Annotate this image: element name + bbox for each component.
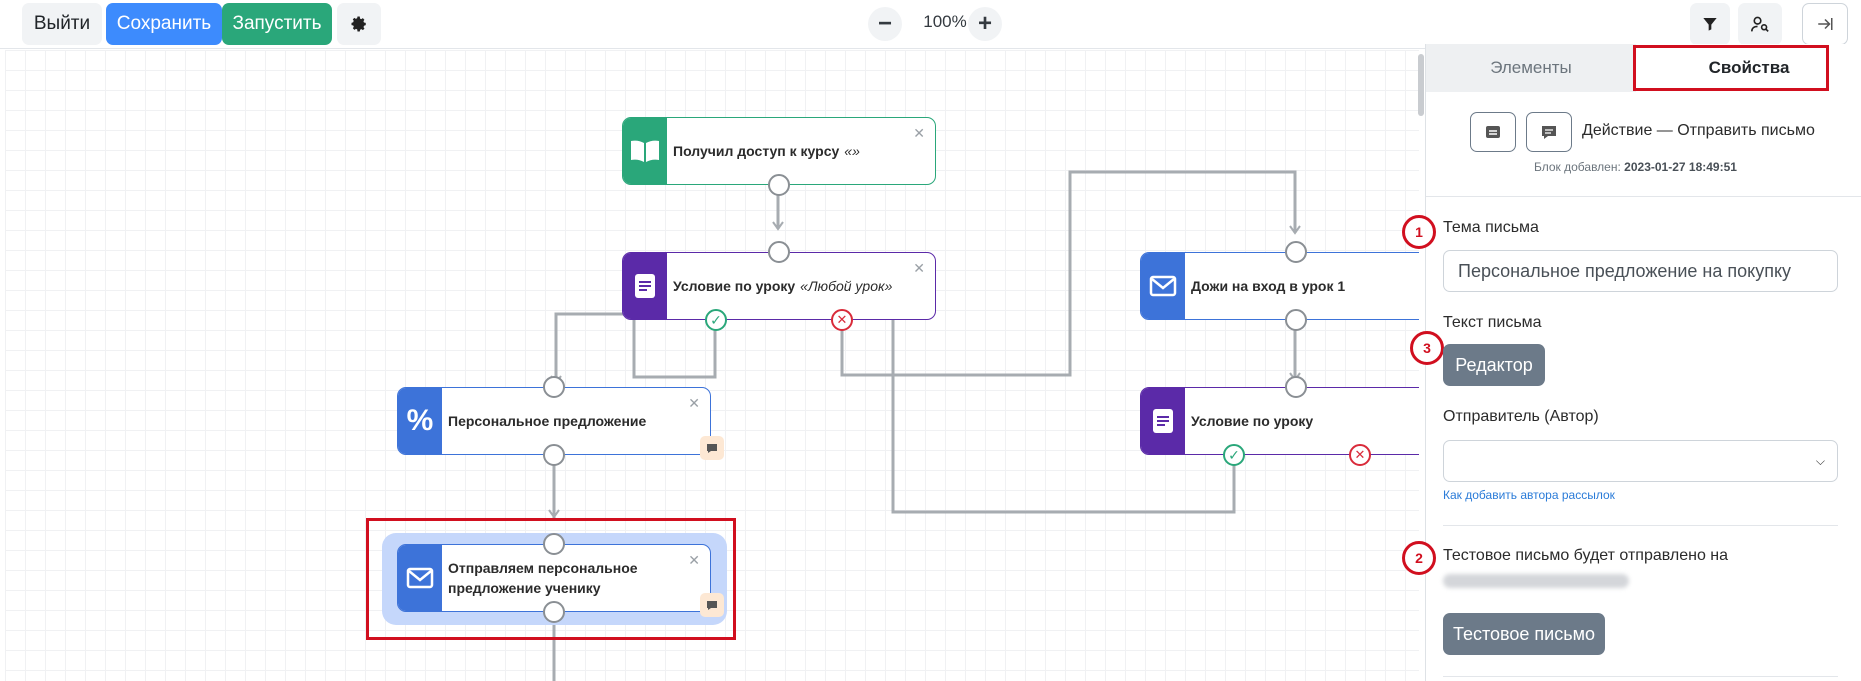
comment-icon[interactable] xyxy=(700,436,724,460)
percent-icon: % xyxy=(398,388,442,454)
connection-arrow xyxy=(548,509,560,519)
card-icon xyxy=(1486,126,1500,138)
save-button[interactable]: Сохранить xyxy=(106,3,222,45)
comment-icon[interactable] xyxy=(700,593,724,617)
fail-port[interactable]: ✕ xyxy=(1349,444,1371,466)
howto-link[interactable]: Как добавить автора рассылок xyxy=(1443,488,1615,502)
envelope-icon xyxy=(1141,253,1185,319)
input-port[interactable] xyxy=(1285,376,1307,398)
input-port[interactable] xyxy=(1285,241,1307,263)
fail-port[interactable]: ✕ xyxy=(831,309,853,331)
output-port[interactable] xyxy=(1285,309,1307,331)
output-port[interactable] xyxy=(543,444,565,466)
close-icon[interactable]: ✕ xyxy=(913,260,925,276)
zoom-out-button[interactable]: − xyxy=(868,7,902,41)
exit-button[interactable]: Выйти xyxy=(22,3,102,45)
collapse-panel-button[interactable] xyxy=(1802,3,1848,45)
node-title: Условие по уроку xyxy=(1191,413,1314,429)
tab-elements[interactable]: Элементы xyxy=(1490,58,1572,77)
sender-label: Отправитель (Автор) xyxy=(1443,408,1599,425)
node-title: Персональное предложение xyxy=(448,413,647,429)
sender-select[interactable]: ⌵ xyxy=(1443,440,1838,482)
subject-label: Тема письма xyxy=(1443,219,1539,236)
user-search-icon xyxy=(1751,16,1769,32)
subject-input[interactable]: Персональное предложение на покупку xyxy=(1443,250,1838,292)
chevron-down-icon: ⌵ xyxy=(1815,453,1825,468)
input-port[interactable] xyxy=(543,376,565,398)
comment-icon xyxy=(1542,125,1556,139)
action-title: Действие — Отправить письмо xyxy=(1582,122,1815,139)
divider xyxy=(1443,525,1838,526)
marker-3: 3 xyxy=(1410,331,1444,365)
panel-tabs: Элементы Свойства xyxy=(1426,44,1861,92)
minus-icon: − xyxy=(877,10,892,37)
marker-2: 2 xyxy=(1402,541,1436,575)
editor-button[interactable]: Редактор xyxy=(1443,344,1545,386)
node-title: Дожи на вход в урок 1 xyxy=(1191,278,1346,294)
close-icon[interactable]: ✕ xyxy=(688,395,700,411)
gear-icon xyxy=(351,16,366,32)
node-course-access[interactable]: Получил доступ к курсу«» ✕ xyxy=(622,117,936,196)
test-email-label: Тестовое письмо будет отправлено на xyxy=(1443,547,1729,564)
highlight-box xyxy=(1633,45,1829,91)
connection-arrow xyxy=(772,221,784,231)
node-email-lesson-1[interactable]: Дожи на вход в урок 1 xyxy=(1140,241,1419,331)
zoom-in-button[interactable]: + xyxy=(968,7,1002,41)
run-button[interactable]: Запустить xyxy=(222,3,332,45)
plus-icon: + xyxy=(977,10,992,37)
user-search-button[interactable] xyxy=(1738,3,1782,45)
properties-panel: Элементы Свойства Действие — Отправить п… xyxy=(1402,44,1861,681)
divider xyxy=(1426,196,1861,197)
check-icon: ✓ xyxy=(1228,446,1240,463)
x-icon: ✕ xyxy=(836,312,848,327)
comment-button[interactable] xyxy=(1526,112,1572,152)
divider xyxy=(1443,676,1838,677)
connection-line xyxy=(840,170,1297,377)
success-port[interactable]: ✓ xyxy=(705,309,727,331)
x-icon: ✕ xyxy=(1354,447,1366,462)
node-lesson-condition[interactable]: Условие по уроку«Любой урок» ✕ ✓ ✕ xyxy=(622,241,936,331)
book-icon xyxy=(623,118,667,184)
toolbar: Выйти Сохранить Запустить − 100% + xyxy=(0,0,1861,49)
highlight-box xyxy=(366,518,736,640)
document-icon xyxy=(1141,388,1185,454)
test-email-button[interactable]: Тестовое письмо xyxy=(1443,613,1605,655)
node-personal-offer[interactable]: % Персональное предложение ✕ xyxy=(397,376,724,466)
tab-properties[interactable]: Свойства xyxy=(1636,44,1861,92)
node-title: Условие по уроку«Любой урок» xyxy=(673,278,893,294)
node-title: Получил доступ к курсу«» xyxy=(673,143,860,159)
output-port[interactable] xyxy=(543,601,565,623)
filter-icon xyxy=(1703,18,1717,31)
canvas-scrollbar[interactable] xyxy=(1418,54,1424,116)
flow-canvas[interactable]: Получил доступ к курсу«» ✕ Условие по ур… xyxy=(5,50,1419,681)
input-port[interactable] xyxy=(543,533,565,555)
card-view-button[interactable] xyxy=(1470,112,1516,152)
success-port[interactable]: ✓ xyxy=(1223,444,1245,466)
envelope-icon xyxy=(398,545,442,611)
node-send-offer-email[interactable]: Отправляем персональное предложение учен… xyxy=(397,533,724,623)
zoom-level: 100% xyxy=(923,12,967,31)
text-label: Текст письма xyxy=(1443,314,1542,331)
arrow-to-right-icon xyxy=(1818,18,1833,30)
node-lesson-condition-2[interactable]: Условие по уроку ✓ ✕ xyxy=(1140,376,1419,466)
close-icon[interactable]: ✕ xyxy=(688,552,700,568)
blurred-email xyxy=(1443,574,1629,588)
connection-arrow xyxy=(1289,225,1301,235)
filter-button[interactable] xyxy=(1690,3,1730,45)
close-icon[interactable]: ✕ xyxy=(913,125,925,141)
marker-1: 1 xyxy=(1402,215,1436,249)
document-icon xyxy=(623,253,667,319)
connection-line xyxy=(891,319,1236,514)
connection-line xyxy=(554,312,717,384)
settings-button[interactable] xyxy=(337,3,381,45)
node-title: Отправляем персональное предложение учен… xyxy=(448,560,638,596)
block-added: Блок добавлен: 2023-01-27 18:49:51 xyxy=(1534,160,1737,174)
check-icon: ✓ xyxy=(710,311,722,328)
input-port[interactable] xyxy=(768,241,790,263)
output-port[interactable] xyxy=(768,174,790,196)
